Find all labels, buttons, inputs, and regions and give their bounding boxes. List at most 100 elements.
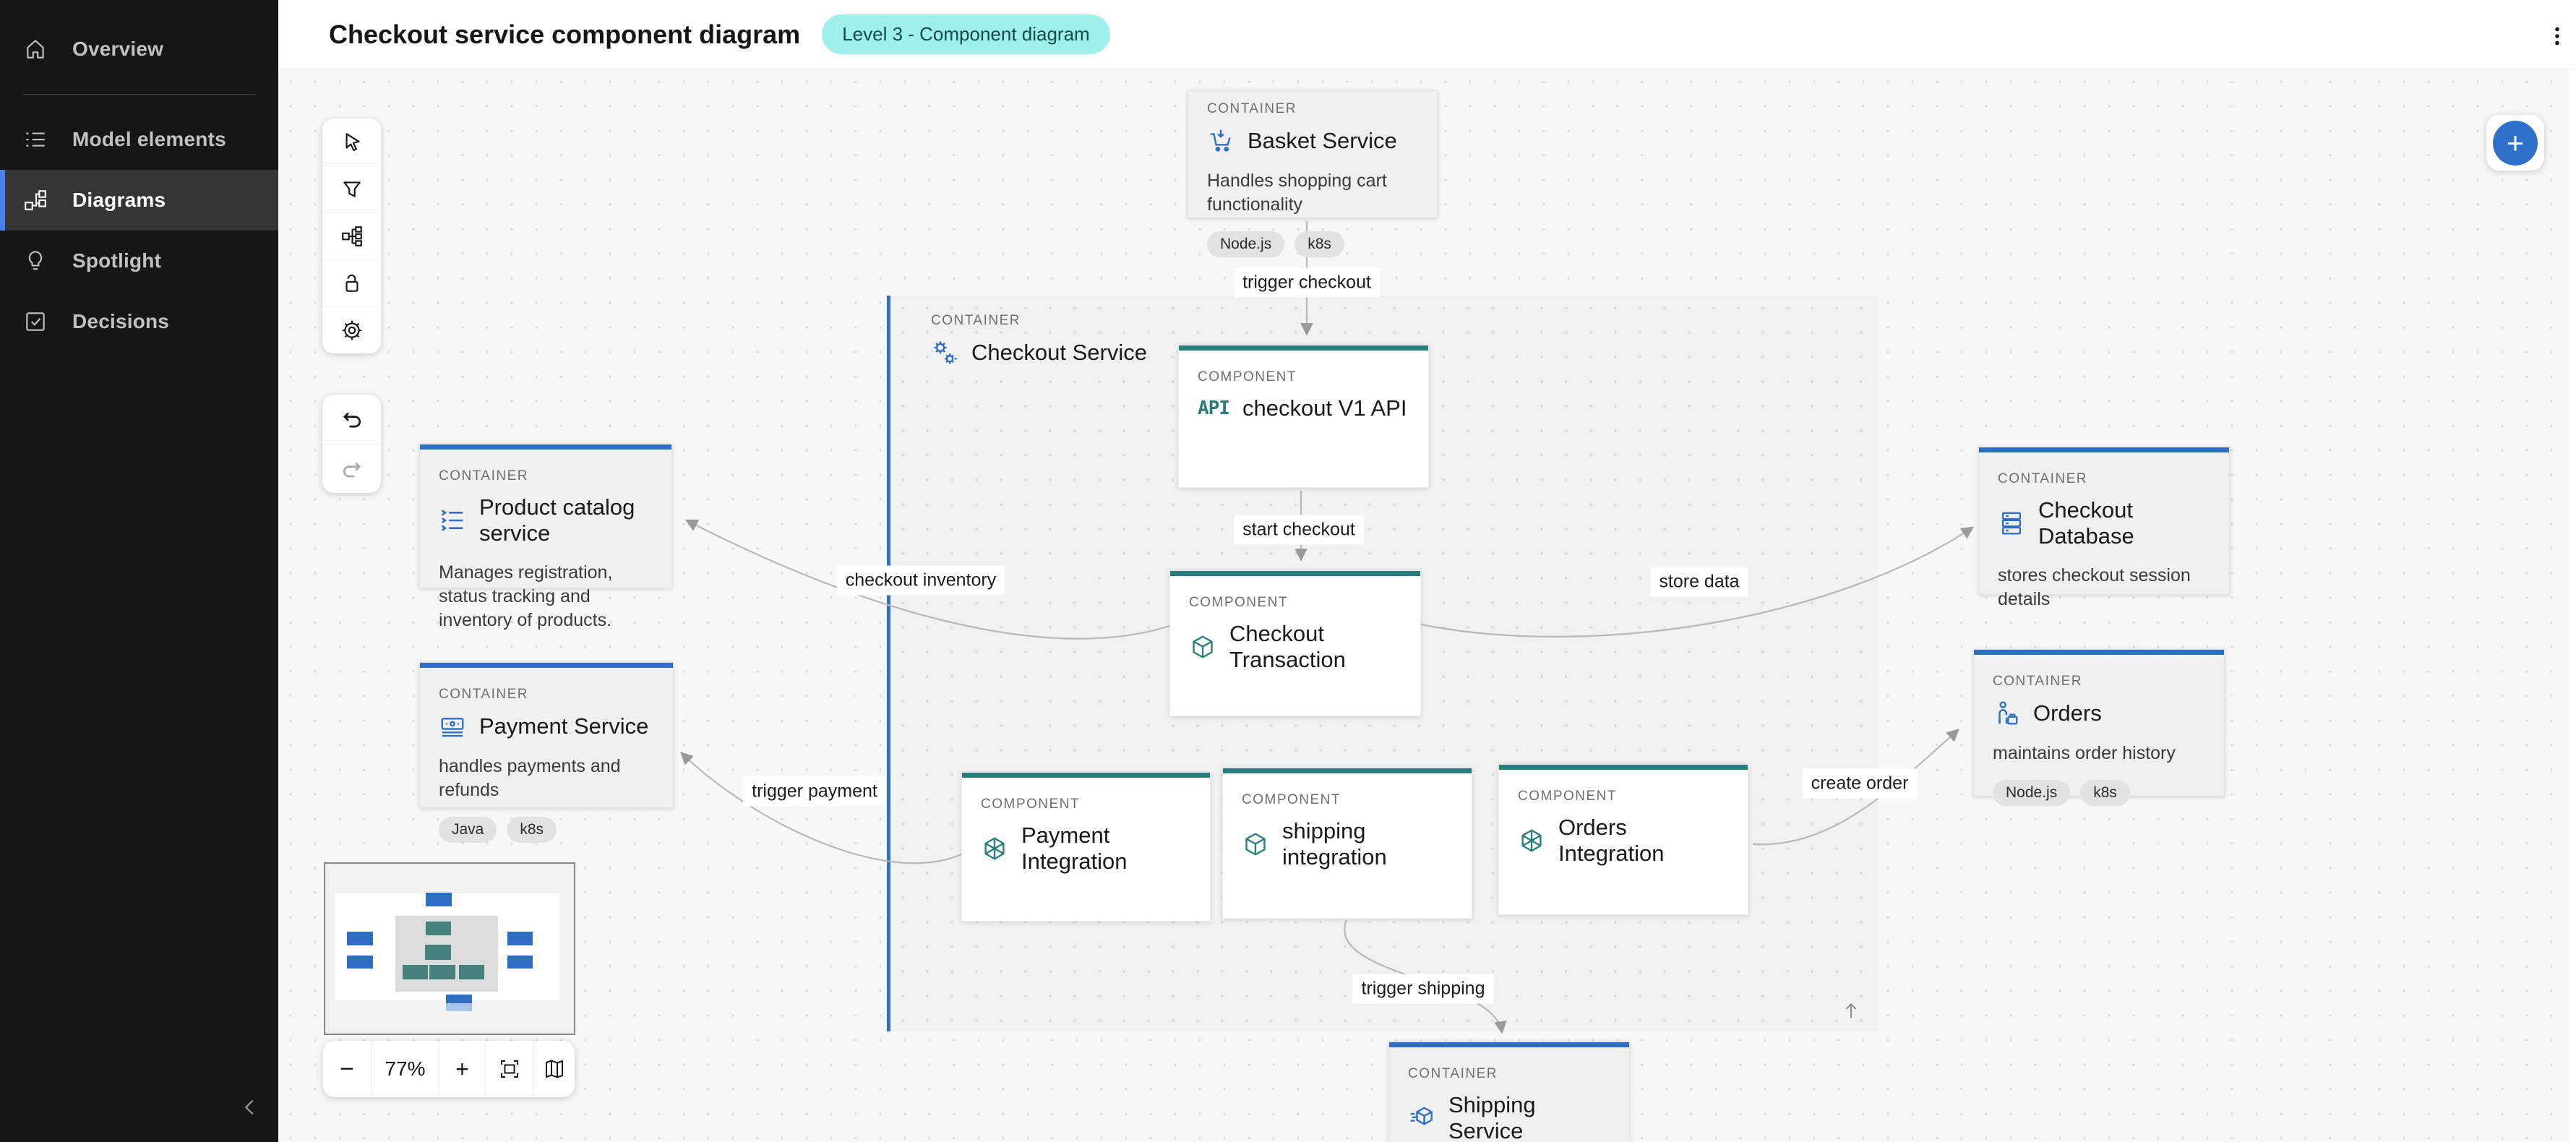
edge-label-start-checkout[interactable]: start checkout <box>1234 515 1364 545</box>
minimap-node <box>426 922 451 935</box>
redo-button[interactable] <box>322 444 381 493</box>
node-type-label: COMPONENT <box>1198 369 1297 385</box>
map-icon <box>545 1060 563 1078</box>
node-top-border <box>420 445 671 450</box>
node-title: Orders <box>2033 700 2102 726</box>
edge-label-checkout-inventory[interactable]: checkout inventory <box>836 565 1005 596</box>
node-type-label: CONTAINER <box>931 313 1021 328</box>
edge-checkout-inventory <box>684 519 1170 640</box>
minimap-node <box>425 945 451 960</box>
filter-icon <box>343 181 361 197</box>
minimap-node <box>507 956 533 969</box>
undo-button[interactable] <box>322 395 381 444</box>
node-type-label: CONTAINER <box>439 468 528 484</box>
diagram-canvas[interactable]: CONTAINER Checkout Service <box>278 69 2576 1142</box>
tech-badge: k8s <box>2080 780 2130 806</box>
api-icon: API <box>1198 398 1230 419</box>
person-briefcase-icon <box>1993 700 2020 727</box>
node-type-label: CONTAINER <box>1993 674 2082 689</box>
lock-tool-button[interactable] <box>322 259 381 306</box>
sidebar-item-label: Spotlight <box>72 249 162 272</box>
minimap[interactable] <box>324 862 575 1035</box>
kebab-menu-button[interactable] <box>2543 17 2572 55</box>
tree-icon <box>341 226 362 246</box>
edge-trigger-payment <box>680 752 962 864</box>
edge-label-trigger-payment[interactable]: trigger payment <box>743 776 886 807</box>
sidebar-nav: Overview Model elements Diagrams Spotlig <box>0 0 278 352</box>
node-title: Checkout Database <box>2038 497 2134 549</box>
minimap-node <box>446 995 472 1003</box>
node-payment-service[interactable]: CONTAINER Payment Service handles paymen… <box>419 662 674 843</box>
zoom-in-button[interactable]: + <box>439 1041 485 1097</box>
unlock-icon <box>345 274 358 292</box>
zoom-controls: − 77% + <box>323 1041 575 1097</box>
node-description: handles payments and refunds <box>439 756 621 800</box>
filter-tool-button[interactable] <box>322 166 381 212</box>
node-description: Manages registration, status tracking an… <box>439 562 613 630</box>
expand-arrow-icon[interactable] <box>1840 1000 1862 1021</box>
minimap-node <box>426 893 452 906</box>
settings-tool-button[interactable] <box>322 306 381 353</box>
sidebar: Overview Model elements Diagrams Spotlig <box>0 0 278 1142</box>
sidebar-collapse-button[interactable] <box>230 1089 270 1129</box>
level-badge: Level 3 - Component diagram <box>822 14 1110 54</box>
boundary-header: CONTAINER Checkout Service <box>931 313 1147 366</box>
node-title: shipping integration <box>1282 818 1387 870</box>
node-type-label: CONTAINER <box>1998 471 2087 486</box>
node-product-catalog-service[interactable]: CONTAINER Product catalog service Manage… <box>419 444 672 630</box>
toggle-minimap-button[interactable] <box>533 1041 575 1097</box>
node-top-border <box>420 663 673 668</box>
sidebar-item-diagrams[interactable]: Diagrams <box>0 170 278 231</box>
minimap-node <box>507 932 533 945</box>
node-basket-service[interactable]: CONTAINER Basket Service Handles shoppin… <box>1188 90 1438 257</box>
node-top-border <box>1389 1042 1629 1047</box>
sidebar-item-overview[interactable]: Overview <box>0 19 278 80</box>
sidebar-item-decisions[interactable]: Decisions <box>0 291 278 352</box>
zoom-out-button[interactable]: − <box>340 1055 354 1083</box>
node-type-label: CONTAINER <box>1408 1066 1498 1081</box>
node-type-label: CONTAINER <box>439 687 528 702</box>
redo-icon <box>343 462 361 477</box>
node-title: Payment Integration <box>1021 823 1128 874</box>
node-type-label: COMPONENT <box>981 797 1080 812</box>
node-orders-integration[interactable]: COMPONENT Orders Integration <box>1498 764 1748 915</box>
list-icon <box>23 127 48 152</box>
edge-label-store-data[interactable]: store data <box>1650 567 1748 597</box>
hierarchy-tool-button[interactable] <box>322 212 381 259</box>
node-shipping-service[interactable]: CONTAINER Shipping Service <box>1388 1042 1630 1142</box>
node-payment-integration[interactable]: COMPONENT Payment Integration <box>961 772 1211 922</box>
node-orders[interactable]: CONTAINER Orders maintains order history… <box>1973 649 2225 806</box>
node-checkout-v1-api[interactable]: COMPONENT API checkout V1 API <box>1178 345 1429 488</box>
payment-card-icon <box>439 713 466 740</box>
node-shipping-integration[interactable]: COMPONENT shipping integration <box>1222 768 1472 919</box>
edge-label-create-order[interactable]: create order <box>1802 768 1918 799</box>
node-title: checkout V1 API <box>1242 395 1407 421</box>
shopping-cart-icon <box>1207 127 1235 155</box>
node-checkout-database[interactable]: CONTAINER Checkout Database stores check… <box>1978 447 2230 609</box>
edge-label-trigger-checkout[interactable]: trigger checkout <box>1234 267 1380 298</box>
canvas-right-gutter <box>2569 69 2576 1142</box>
zoom-level[interactable]: 77% <box>371 1041 439 1097</box>
home-icon <box>23 37 48 61</box>
node-checkout-transaction[interactable]: COMPONENT Checkout Transaction <box>1169 570 1421 716</box>
fit-frame-icon <box>500 1060 518 1078</box>
fit-to-screen-button[interactable] <box>485 1041 533 1097</box>
kebab-menu-icon <box>2555 27 2559 46</box>
edge-label-trigger-shipping[interactable]: trigger shipping <box>1352 974 1494 1004</box>
sidebar-item-model-elements[interactable]: Model elements <box>0 109 278 170</box>
cube-icon <box>1189 633 1216 661</box>
diagram-icon <box>23 188 48 212</box>
tech-badge: Java <box>439 817 497 843</box>
header: Checkout service component diagram Level… <box>278 0 2576 69</box>
checkbox-icon <box>23 309 48 334</box>
node-top-border <box>1179 345 1428 351</box>
add-element-button[interactable]: + <box>2493 120 2538 166</box>
undo-icon <box>343 412 361 428</box>
sidebar-item-spotlight[interactable]: Spotlight <box>0 231 278 291</box>
select-tool-button[interactable] <box>322 119 381 166</box>
gear-icon <box>342 320 361 340</box>
tech-badge: Node.js <box>1993 780 2071 806</box>
node-top-border <box>1223 768 1472 773</box>
sidebar-item-label: Model elements <box>72 128 226 150</box>
